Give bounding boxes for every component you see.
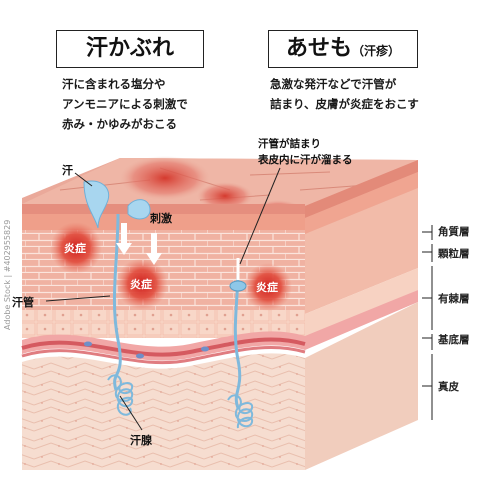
right-description-line: 急激な発汗などで汗管が	[270, 77, 397, 91]
layer-label-stratum-spinosum: 有棘層	[438, 293, 470, 305]
right-title: あせも	[285, 36, 352, 61]
basal-layer	[21, 290, 418, 365]
sweat-duct-right	[227, 258, 254, 429]
epidermis-side	[305, 160, 418, 338]
clogged-duct-annotation: 汗管が詰まり 表皮内に汗が溜まる	[258, 136, 353, 168]
sweat-duct-label: 汗管	[12, 296, 34, 309]
leader-lines	[45, 167, 433, 431]
inflammation-label-2: 炎症	[130, 278, 152, 291]
irritation-label: 刺激	[150, 212, 172, 225]
right-title-box: あせも（汗疹）	[268, 30, 418, 68]
left-title-box: 汗かぶれ	[56, 30, 204, 68]
layer-label-stratum-granulosum: 顆粒層	[438, 248, 470, 260]
layer-label-dermis: 真皮	[438, 381, 459, 393]
left-description: 汗に含まれる塩分や アンモニアによる刺激で 赤み・かゆみがおこる	[62, 74, 262, 134]
inflammation-label-3: 炎症	[256, 281, 278, 294]
irritation-arrows	[116, 223, 162, 265]
inflammation-spots	[50, 222, 292, 311]
sweat-droplets	[83, 180, 151, 229]
watermark-text: Adobe Stock | #402955829	[3, 219, 12, 330]
inflammation-label-1: 炎症	[64, 242, 86, 255]
sweat-label: 汗	[62, 164, 73, 177]
left-description-line: アンモニアによる刺激で	[62, 97, 188, 111]
layer-label-stratum-basale: 基底層	[438, 334, 470, 346]
sweat-gland-label: 汗腺	[130, 434, 152, 447]
left-description-line: 赤み・かゆみがおこる	[62, 117, 177, 131]
right-description-line: 詰まり、皮膚が炎症をおこす	[270, 97, 419, 111]
layer-label-stratum-corneum: 角質層	[438, 226, 470, 238]
right-description: 急激な発汗などで汗管が 詰まり、皮膚が炎症をおこす	[270, 74, 490, 114]
left-title: 汗かぶれ	[85, 36, 174, 61]
dermis	[22, 302, 418, 470]
clogged-annotation-line: 表皮内に汗が溜まる	[258, 154, 353, 166]
left-description-line: 汗に含まれる塩分や	[62, 77, 166, 91]
sweat-duct-left	[107, 213, 134, 416]
clogged-annotation-line: 汗管が詰まり	[258, 138, 321, 150]
right-title-note: （汗疹）	[352, 44, 401, 58]
